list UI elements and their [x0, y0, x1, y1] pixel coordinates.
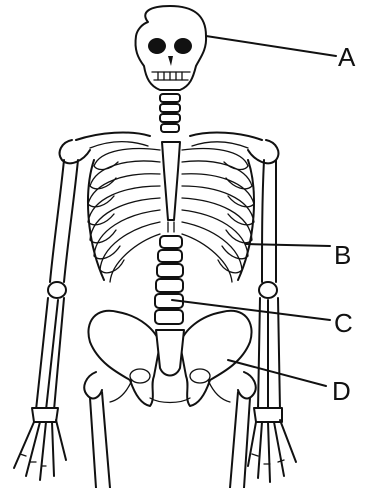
spine [155, 222, 183, 324]
femurs [84, 372, 255, 488]
skull [135, 6, 206, 90]
label-b: B [334, 240, 351, 270]
label-d: D [332, 376, 351, 406]
cervical-spine [160, 94, 180, 132]
hands [14, 408, 296, 482]
label-a: A [338, 42, 356, 72]
label-c: C [334, 308, 353, 338]
pelvis [88, 311, 251, 406]
labels: A B C D [332, 42, 356, 406]
